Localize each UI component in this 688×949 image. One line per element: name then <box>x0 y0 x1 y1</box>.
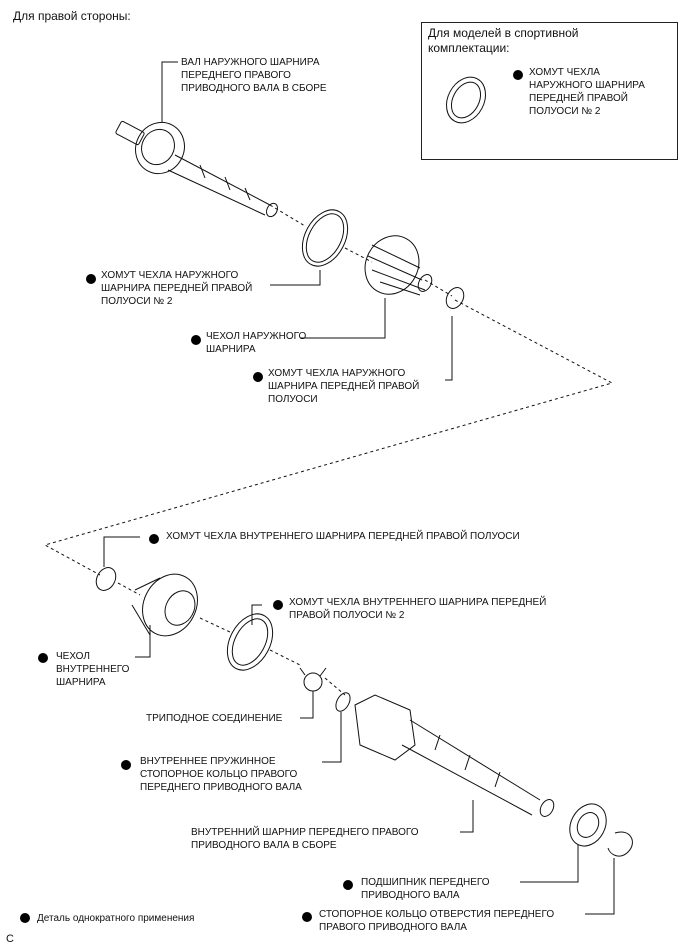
part-label-tripod-joint: ТРИПОДНОЕ СОЕДИНЕНИЕ <box>146 713 283 724</box>
legend-marker <box>20 913 30 923</box>
part-label-hole-snap-ring: СТОПОРНОЕ КОЛЬЦО ОТВЕРСТИЯ ПЕРЕДНЕГО ПРА… <box>319 909 555 933</box>
part-label-inner-boot-clamp-2: ХОМУТ ЧЕХЛА ВНУТРЕННЕГО ШАРНИРА ПЕРЕДНЕЙ… <box>289 597 547 621</box>
sport-model-box: Для моделей в спортивной комплектации: <box>421 22 678 160</box>
single-use-marker <box>343 880 353 890</box>
single-use-marker <box>38 653 48 663</box>
outer-boot-clamp-drawing <box>445 287 465 309</box>
legend-label: Деталь однократного применения <box>37 913 195 924</box>
sport-box-title: Для моделей в спортивной комплектации: <box>428 26 579 55</box>
inner-joint-assembly-drawing <box>354 694 555 817</box>
part-label-bearing: ПОДШИПНИК ПЕРЕДНЕГО ПРИВОДНОГО ВАЛА <box>361 877 490 901</box>
sport-clamp-label: ХОМУТ ЧЕХЛА НАРУЖНОГО ШАРНИРА ПЕРЕДНЕЙ П… <box>529 67 645 117</box>
inner-boot-clamp-2-drawing <box>226 613 274 671</box>
bearing-drawing <box>569 803 607 847</box>
single-use-marker <box>149 534 159 544</box>
centerline-outer <box>269 204 453 297</box>
single-use-marker <box>191 335 201 345</box>
inner-snap-ring-drawing <box>335 692 351 712</box>
part-label-outer-boot: ЧЕХОЛ НАРУЖНОГО ШАРНИРА <box>206 331 307 355</box>
part-label-inner-boot-clamp: ХОМУТ ЧЕХЛА ВНУТРЕННЕГО ШАРНИРА ПЕРЕДНЕЙ… <box>166 531 520 542</box>
diagram-header: Для правой стороны: <box>13 9 131 23</box>
inner-boot-drawing <box>131 573 198 637</box>
leader-lines <box>103 61 615 915</box>
single-use-marker <box>302 912 312 922</box>
outer-joint-shaft-drawing <box>115 120 279 218</box>
figure-code: C <box>6 933 14 945</box>
inner-boot-clamp-drawing <box>95 567 117 591</box>
part-label-outer-boot-clamp-2: ХОМУТ ЧЕХЛА НАРУЖНОГО ШАРНИРА ПЕРЕДНЕЙ П… <box>101 270 253 307</box>
part-label-inner-joint-assembly: ВНУТРЕННИЙ ШАРНИР ПЕРЕДНЕГО ПРАВОГО ПРИВ… <box>191 827 419 851</box>
single-use-marker <box>253 372 263 382</box>
single-use-marker <box>86 274 96 284</box>
sport-clamp-drawing <box>446 76 486 124</box>
outer-boot-clamp-2-drawing <box>301 209 349 267</box>
hole-snap-ring-drawing <box>607 831 633 857</box>
centerline-return <box>43 299 614 696</box>
part-label-outer-joint-shaft: ВАЛ НАРУЖНОГО ШАРНИРА ПЕРЕДНЕГО ПРАВОГО … <box>181 57 327 94</box>
part-label-inner-boot: ЧЕХОЛ ВНУТРЕННЕГО ШАРНИРА <box>56 651 130 688</box>
part-label-inner-snap-ring: ВНУТРЕННЕЕ ПРУЖИННОЕ СТОПОРНОЕ КОЛЬЦО ПР… <box>140 756 302 793</box>
single-use-marker <box>121 760 131 770</box>
single-use-marker <box>273 600 283 610</box>
single-use-marker <box>513 70 523 80</box>
outer-boot-drawing <box>364 235 433 296</box>
part-label-outer-boot-clamp: ХОМУТ ЧЕХЛА НАРУЖНОГО ШАРНИРА ПЕРЕДНЕЙ П… <box>268 368 420 405</box>
tripod-joint-drawing <box>299 667 327 700</box>
